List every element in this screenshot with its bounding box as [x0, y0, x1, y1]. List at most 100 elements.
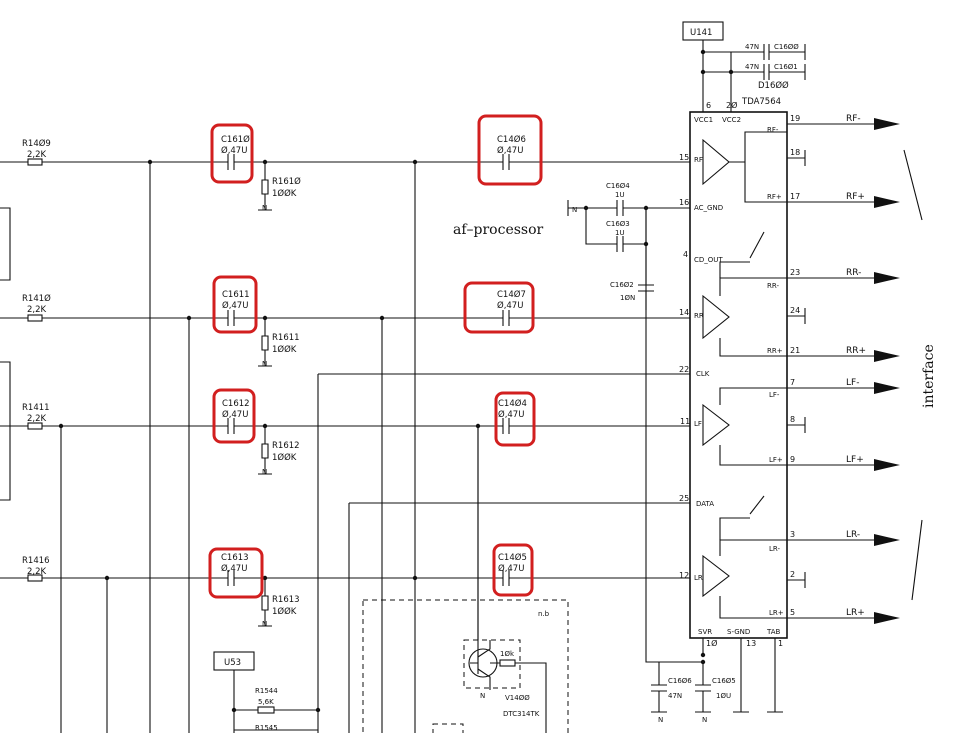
r1545-ref: R1545: [255, 724, 278, 732]
pinnum-22: 22: [679, 365, 689, 374]
acgnd-c3-value: 1ØN: [620, 294, 635, 302]
ic-pin-lf: LF: [694, 420, 702, 428]
pin-8: 8: [790, 415, 795, 424]
ground-label: N: [702, 716, 707, 724]
pinnum-1: 1: [778, 639, 783, 648]
pin-24: 24: [790, 306, 800, 315]
acgnd-c1-ref: C16Ø4: [606, 182, 630, 190]
ic-pin-rr-plus: RR+: [767, 347, 783, 355]
ground-label: N: [262, 204, 267, 212]
ic-pin-lf-minus: LF-: [769, 391, 780, 399]
c1610-value: Ø,47U: [221, 145, 247, 156]
r1409-value: 2,2K: [27, 150, 47, 160]
r1613-value: 1ØØK: [272, 606, 297, 617]
acgnd-c1-value: 1U: [615, 191, 625, 199]
ic-pin-ac-gnd: AC_GND: [694, 204, 723, 212]
r1613-ref: R1613: [272, 595, 300, 605]
acgnd-c2-ref: C16Ø3: [606, 220, 630, 228]
output-lf-minus: LF-: [846, 378, 859, 388]
highlight-c1405: [492, 543, 534, 597]
svr-c2-ref: C16Ø5: [712, 677, 736, 685]
module-outline: [362, 599, 569, 733]
acgnd-c2-value: 1U: [615, 229, 625, 237]
pin-7: 7: [790, 378, 795, 387]
ic-pin-rf-minus: RF-: [767, 126, 779, 134]
ic-pin-rf: RF: [694, 156, 703, 164]
ic-pin-lr-plus: LR+: [769, 609, 784, 617]
ic-pin-svr: SVR: [698, 628, 712, 636]
pin-23: 23: [790, 268, 800, 277]
output-rr-plus: RR+: [846, 346, 866, 356]
amp-lr: [702, 554, 730, 598]
ground-label: N: [262, 360, 267, 368]
pin-9: 9: [790, 455, 795, 464]
c1611-value: Ø,47U: [222, 300, 248, 311]
af-processor-label: af–processor: [453, 222, 544, 238]
ic-pin-vcc2: VCC2: [722, 116, 741, 124]
ground-label: N: [480, 692, 485, 700]
ground-label: N: [658, 716, 663, 724]
svr-c2-value: 1ØU: [716, 692, 731, 700]
pinnum-25: 25: [679, 494, 689, 503]
pin-19: 19: [790, 114, 800, 123]
ic-pin-rf-plus: RF+: [767, 193, 782, 201]
ground-label: N: [262, 468, 267, 476]
right-pins: [787, 118, 900, 624]
highlight-c1611: [212, 275, 258, 334]
c1611-ref: C1611: [222, 290, 250, 300]
ic-pin-cd-out: CD_OUT: [694, 256, 723, 264]
r1410-ref: R141Ø: [22, 293, 51, 304]
ic-pinnum-6: 6: [706, 101, 711, 110]
ic-pinnum-20: 2Ø: [726, 100, 737, 110]
ic-pin-lf-plus: LF+: [769, 456, 783, 464]
ic-pin-lr: LR: [694, 574, 703, 582]
ic-pin-lr-minus: LR-: [769, 545, 780, 553]
c1406-ref: C14Ø6: [497, 134, 526, 145]
c1405-value: Ø,47U: [498, 563, 524, 574]
ic-pin-data: DATA: [696, 500, 714, 508]
r1611-value: 1ØØK: [272, 344, 297, 355]
supply-ref: U141: [690, 28, 712, 38]
highlight-c1612: [212, 388, 256, 444]
c1405-ref: C14Ø5: [498, 552, 527, 563]
pinnum-11: 11: [680, 417, 690, 426]
output-rf-minus: RF-: [846, 114, 861, 124]
transistor-resistor-value: 1Øk: [500, 650, 515, 658]
ic-body: [689, 111, 788, 639]
highlight-c1610: [210, 123, 254, 184]
ic-ref: D16ØØ: [758, 80, 789, 91]
transistor-ref: V14ØØ: [505, 694, 530, 702]
pin-3: 3: [790, 530, 795, 539]
c1406-value: Ø,47U: [497, 145, 523, 156]
output-lr-plus: LR+: [846, 608, 865, 618]
r1610-ref: R161Ø: [272, 176, 301, 187]
c1612-ref: C1612: [222, 399, 250, 409]
r1416-value: 2,2K: [27, 567, 47, 577]
interface-label: interface: [921, 344, 937, 408]
c1407-ref: C14Ø7: [497, 289, 526, 300]
pin-18: 18: [790, 148, 800, 157]
c1610-ref: C161Ø: [221, 134, 250, 145]
ic-pin-rr: RR: [694, 312, 704, 320]
pinnum-13: 13: [746, 639, 756, 648]
amp-lf: [702, 403, 730, 447]
r1612-value: 1ØØK: [272, 452, 297, 463]
output-rr-minus: RR-: [846, 268, 861, 278]
amp-rf: [702, 138, 730, 186]
r1411-value: 2,2K: [27, 414, 47, 424]
r1416-ref: R1416: [22, 556, 50, 566]
output-rf-plus: RF+: [846, 192, 865, 202]
r1544-value: 5,6K: [258, 698, 274, 706]
pinnum-14: 14: [679, 308, 689, 317]
pinnum-10: 1Ø: [706, 638, 717, 648]
r1409-ref: R14Ø9: [22, 138, 51, 149]
pinnum-12: 12: [679, 571, 689, 580]
c1613-ref: C1613: [221, 553, 249, 563]
pinnum-15: 15: [679, 153, 689, 162]
r1610-value: 1ØØK: [272, 188, 297, 199]
acgnd-c3-ref: C16Ø2: [610, 281, 634, 289]
module-nb: n.b: [538, 610, 550, 618]
r1410-value: 2,2K: [27, 305, 47, 315]
